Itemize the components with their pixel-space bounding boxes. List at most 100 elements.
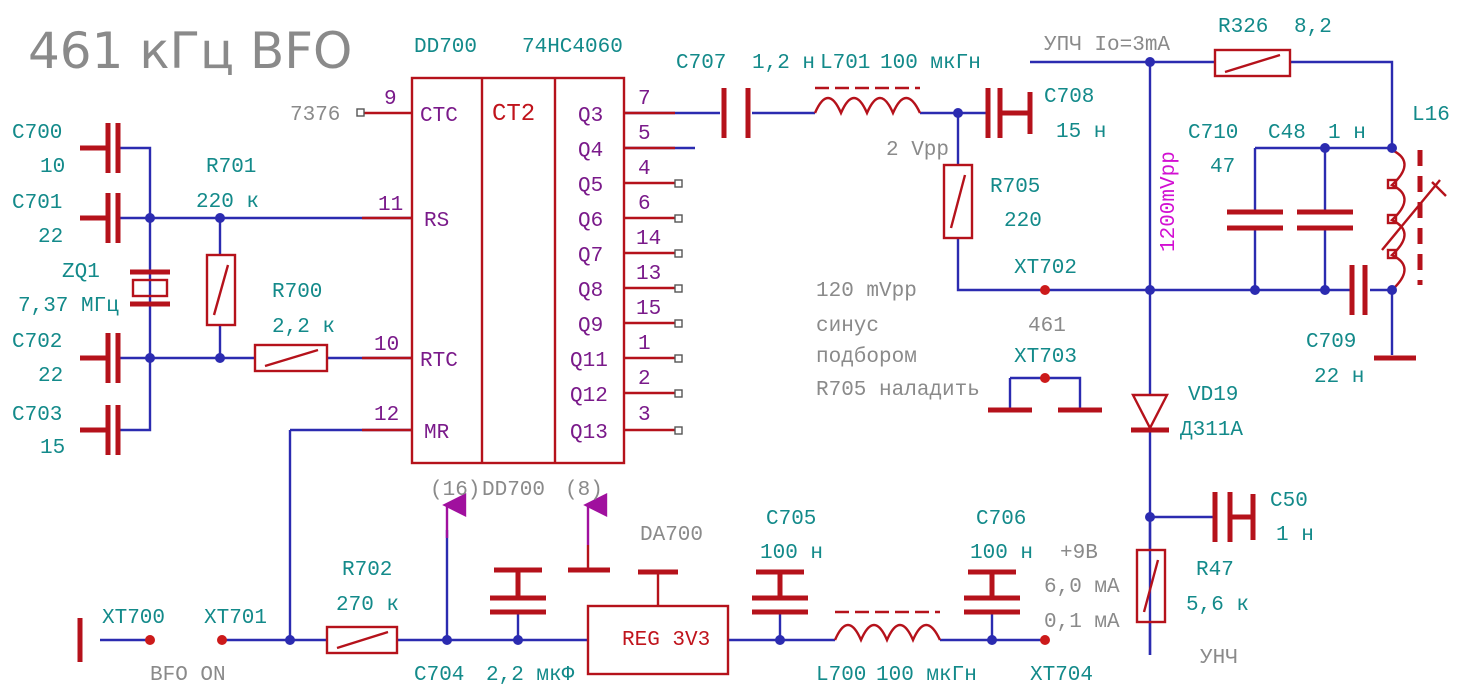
c709-value: 22 н [1314,366,1364,389]
zq1-value: 7,37 МГц [18,295,119,318]
ic-part: 74HC4060 [522,36,623,59]
page-title: 461 кГц BFO [28,22,352,80]
pin-num-12: 12 [374,404,399,427]
pin-name-q13: Q13 [570,422,608,445]
xt703-value: 461 [1028,315,1066,338]
xt701-label: XT701 [204,607,267,630]
pin-num-7: 7 [638,88,651,111]
vd19-ref: VD19 [1188,384,1238,407]
note-6ma: 6,0 мА [1044,576,1120,599]
pin-name-rs: RS [424,210,449,233]
part-symbols [77,48,1447,676]
pin-num-10: 10 [374,334,399,357]
c48-value: 1 н [1328,122,1366,145]
r702-value: 270 к [336,594,399,617]
c710-value: 47 [1210,156,1235,179]
c700-ref: C700 [12,122,62,145]
c707-value: 1,2 н [752,52,815,75]
note-sine: синус [816,315,879,338]
note-01ma: 0,1 мА [1044,611,1120,634]
xt703-label: XT703 [1014,346,1077,369]
ic-ref-bottom: DD700 [482,479,545,502]
pin-name-q8: Q8 [578,280,603,303]
r326-ref: R326 [1218,16,1268,39]
labels: DD700 74HC4060 CT2 DD700 (16) (8) 7376 9… [12,16,1450,687]
c704-ref: C704 [414,664,464,687]
pin-name-q6: Q6 [578,210,603,233]
pin-num-5: 5 [638,123,651,146]
note-adjust: R705 наладить [816,379,980,402]
pin-num-11: 11 [378,194,403,217]
ic-gnd-pin: (8) [565,479,603,502]
note-120mvpp: 120 mVpp [816,280,917,303]
junctions [145,57,1397,645]
vd19-value: Д311А [1180,419,1243,442]
c708-value: 15 н [1056,121,1106,144]
pin-num-14: 14 [636,228,661,251]
pin-name-q12: Q12 [570,385,608,408]
c701-ref: C701 [12,192,62,215]
pin-name-mr: MR [424,422,450,445]
c50-ref: C50 [1270,490,1308,513]
r705-value: 220 [1004,210,1042,233]
c705-ref: C705 [766,508,816,531]
c702-value: 22 [38,365,63,388]
c704-value: 2,2 мкФ [486,664,575,687]
l700-ref: L700 [816,664,866,687]
c706-ref: C706 [976,508,1026,531]
l701-value: 100 мкГн [880,52,981,75]
pin-num-13: 13 [636,263,661,286]
c707-ref: C707 [676,52,726,75]
c710-ref: C710 [1188,122,1238,145]
pin-name-rtc: RTC [420,350,458,373]
pin-num-3: 3 [638,404,651,427]
xt704-label: XT704 [1030,664,1093,687]
ic-vcc-pin: (16) [430,479,480,502]
pin-name-ctc: CTC [420,105,458,128]
note-select: подбором [816,346,917,369]
r326-value: 8,2 [1294,16,1332,39]
pin-name-q4: Q4 [578,140,603,163]
pin-name-q11: Q11 [570,350,608,373]
c702-ref: C702 [12,331,62,354]
c703-value: 15 [40,437,65,460]
wires [100,60,1394,655]
pin-num-6: 6 [638,193,651,216]
xt702-label: XT702 [1014,257,1077,280]
note-bfo-on: BFO ON [150,664,226,687]
r702-ref: R702 [342,559,392,582]
note-upch: УПЧ Io=3mA [1044,34,1170,57]
r701-ref: R701 [206,156,256,179]
l16-ref: L16 [1412,104,1450,127]
ctc-net-label: 7376 [290,104,340,127]
r700-value: 2,2 к [272,316,335,339]
pin-name-q9: Q9 [578,315,603,338]
c705-value: 100 н [760,542,823,565]
c703-ref: C703 [12,404,62,427]
note-unch: УНЧ [1200,647,1238,670]
ic-ref: DD700 [414,36,477,59]
r701-value: 220 к [196,191,259,214]
pin-name-q3: Q3 [578,105,603,128]
pin-num-2: 2 [638,368,651,391]
c48-ref: C48 [1268,122,1306,145]
c700-value: 10 [40,156,65,179]
note-9v: +9В [1060,542,1098,565]
r47-ref: R47 [1196,559,1234,582]
l701-ref: L701 [820,52,870,75]
r700-ref: R700 [272,281,322,304]
pin-name-q7: Q7 [578,245,603,268]
pin-num-1: 1 [638,333,651,356]
da700-value: REG 3V3 [622,629,710,652]
xt700-label: XT700 [102,607,165,630]
c706-value: 100 н [970,542,1033,565]
pin-name-q5: Q5 [578,175,603,198]
r705-ref: R705 [990,176,1040,199]
ic-type: CT2 [492,101,535,128]
c50-value: 1 н [1276,524,1314,547]
zq1-ref: ZQ1 [62,261,100,284]
note-1200mvpp: 1200mVpp [1158,151,1181,252]
pin-num-4: 4 [638,158,651,181]
note-2vpp: 2 Vpp [886,139,949,162]
c708-ref: C708 [1044,86,1094,109]
